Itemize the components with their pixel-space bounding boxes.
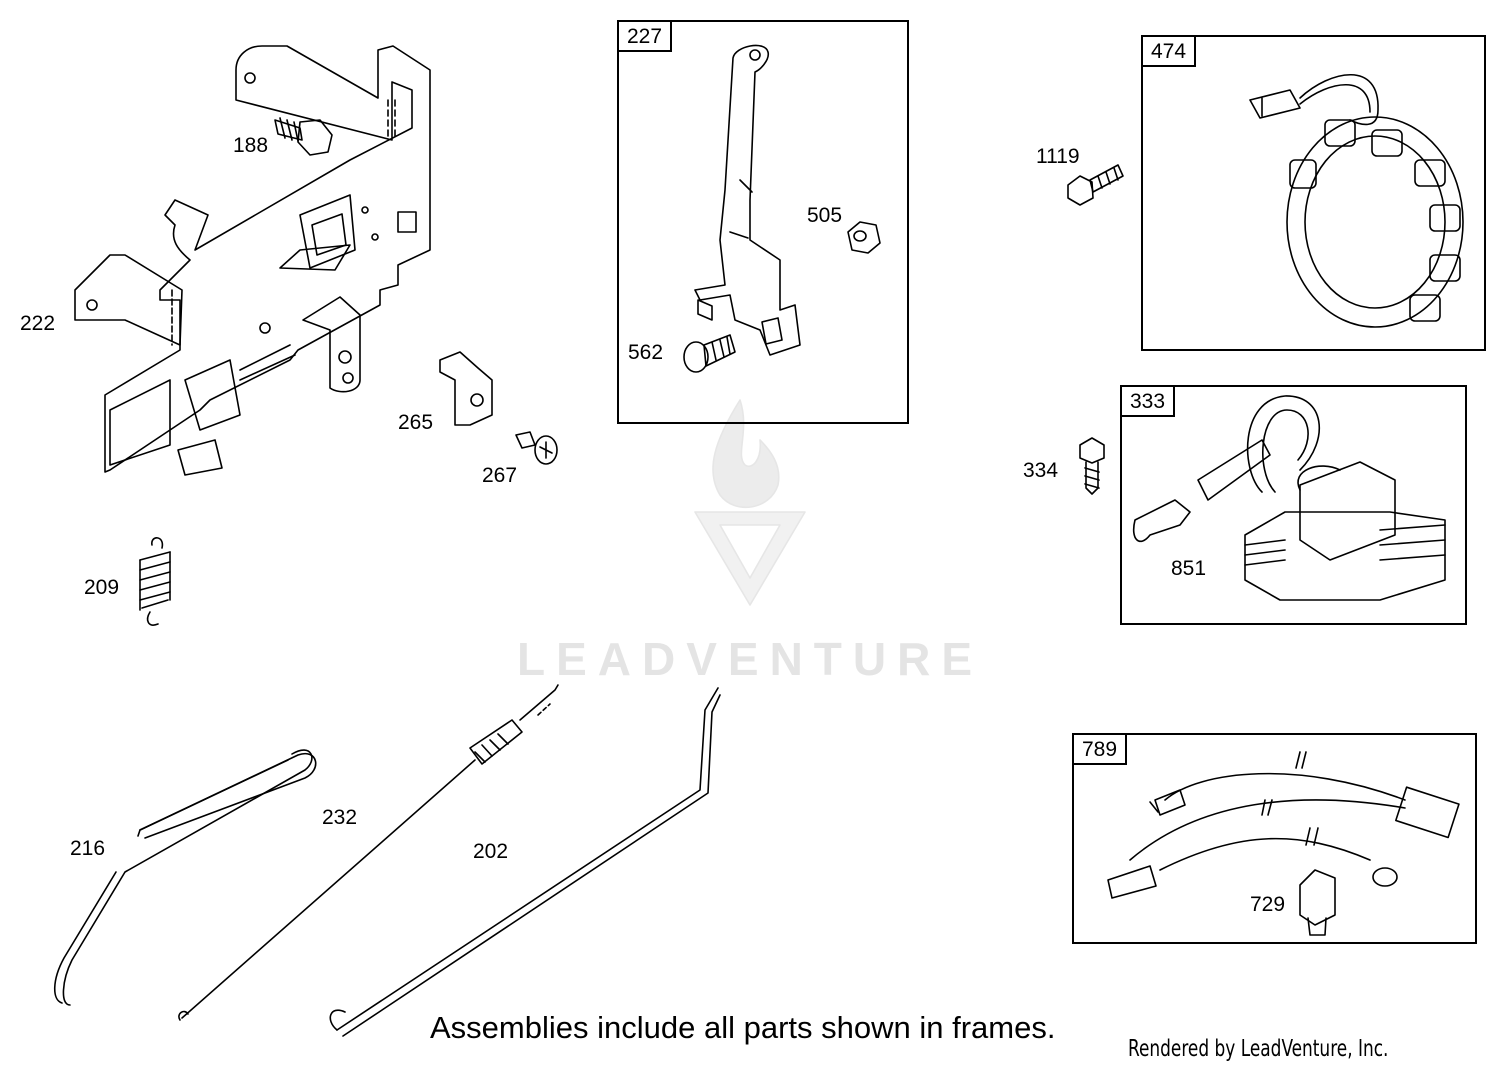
part-1119-bolt [1068,165,1123,205]
part-label: 334 [1023,459,1059,482]
part-label: 505 [807,204,843,227]
part-232-cable [179,685,558,1020]
part-789-harness [1108,752,1459,935]
frame-474: 474 [1141,35,1486,351]
part-label: 232 [322,806,358,829]
part-label: 851 [1171,557,1207,580]
part-202-rod [330,688,720,1036]
assemblies-caption: Assemblies include all parts shown in fr… [430,1010,1056,1045]
part-267-screw [516,432,557,464]
watermark-text: LEADVENTURE [516,633,984,685]
part-label: 222 [20,312,56,335]
part-label: 202 [473,840,509,863]
frame-227: 227 [617,20,909,424]
frame-333: 333 [1120,385,1467,625]
part-label: 1119 [1036,145,1080,168]
rendered-by-credit: Rendered by LeadVenture, Inc. [1128,1036,1389,1062]
part-label: 562 [628,341,664,364]
frame-label: 333 [1122,387,1176,417]
part-label: 265 [398,411,434,434]
part-474-alternator [1250,75,1463,327]
part-265-clip [440,352,492,425]
part-label: 267 [482,464,518,487]
frame-label: 474 [1143,37,1197,67]
frame-label: 227 [619,22,673,52]
part-209-spring [140,538,170,625]
part-216-rod [55,750,316,1005]
part-label: 729 [1250,893,1286,916]
frame-789: 789 [1072,733,1477,944]
part-label: 209 [84,576,120,599]
part-334-screw [1080,438,1104,494]
watermark-emblem [695,400,805,605]
part-222-bracket [75,46,430,475]
part-333-ignition-coil [1134,396,1445,600]
part-label: 188 [233,134,269,157]
part-188-screw [275,118,332,155]
part-505-nut [848,222,880,253]
frame-label: 789 [1074,735,1128,765]
part-label: 216 [70,837,106,860]
part-562-screw [684,335,735,372]
part-227-lever [695,45,800,355]
